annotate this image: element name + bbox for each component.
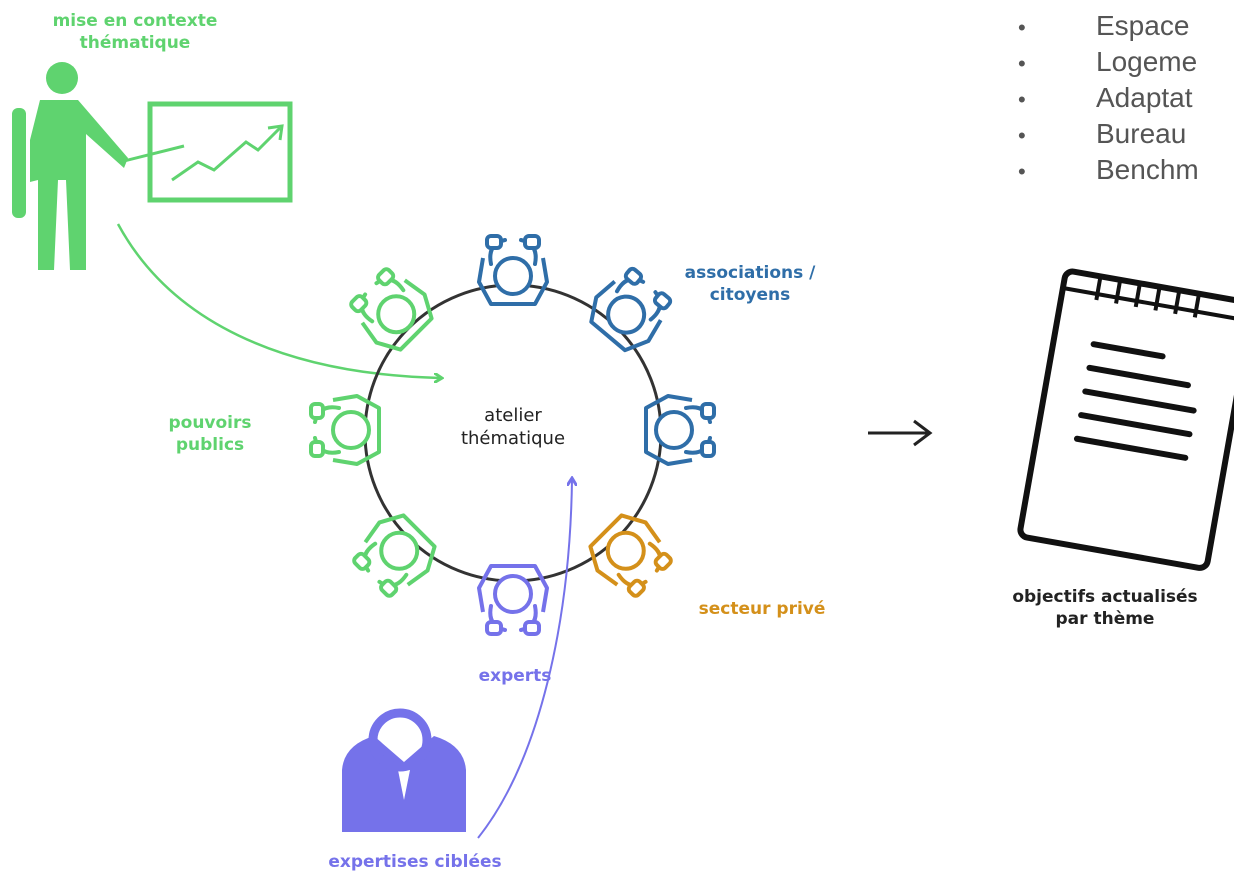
associations-label: associations / citoyens	[684, 263, 816, 306]
theme-item: •Logeme	[1018, 46, 1198, 77]
public-label: pouvoirs publics	[168, 413, 252, 456]
targeted-expertise-label: expertises ciblées	[328, 852, 502, 872]
experts-label: experts	[478, 666, 552, 686]
seat-associations-1	[477, 234, 549, 306]
theme-item: •Bureau	[1018, 118, 1187, 149]
theme-item: •Espace	[1018, 10, 1190, 41]
seat-associations-3	[644, 394, 716, 466]
private-label: secteur privé	[698, 599, 826, 619]
notepad-icon	[1017, 268, 1234, 571]
presenter-icon	[12, 62, 185, 270]
output-label: objectifs actualisés par thème	[1012, 587, 1198, 630]
theme-item: •Benchm	[1018, 154, 1199, 185]
theme-item: •Adaptat	[1018, 82, 1193, 113]
center-label: atelier thématique	[460, 405, 566, 450]
arrow-right-icon	[868, 419, 933, 447]
seat-public-3	[344, 262, 440, 358]
chart-board-icon	[147, 101, 293, 203]
seat-experts	[477, 564, 549, 636]
expertise-arrow	[477, 480, 572, 839]
expert-magnifier-icon	[342, 708, 466, 832]
intro-label: mise en contexte thématique	[52, 11, 218, 54]
theme-list: •Espace •Logeme •Adaptat •Bureau •Benchm	[1018, 8, 1199, 188]
